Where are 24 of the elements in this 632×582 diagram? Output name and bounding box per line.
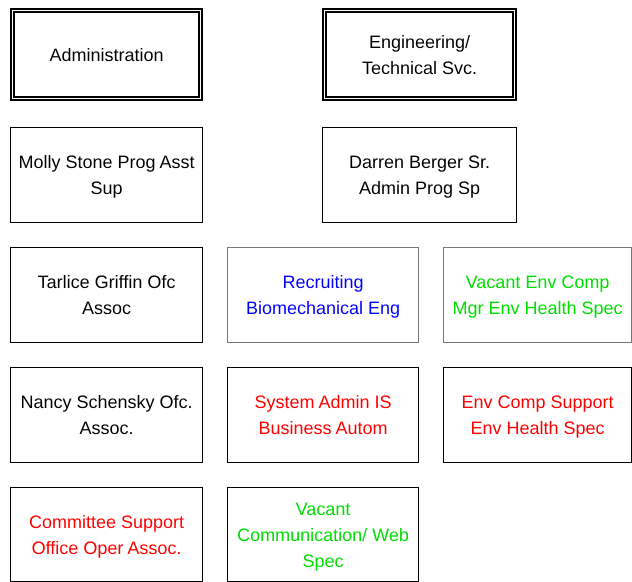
position-box — [227, 247, 419, 343]
position-box — [227, 367, 419, 463]
position-label: System Admin IS Business Autom — [253, 391, 393, 440]
position-label: Nancy Schensky Ofc. Assoc. — [19, 391, 194, 440]
position-box — [10, 247, 203, 343]
position-label: Vacant Env Comp Mgr Env Health Spec — [451, 271, 624, 320]
position-box — [10, 8, 203, 101]
position-label: Env Comp Support Env Health Spec — [460, 391, 615, 440]
position-label: Recruiting Biomechanical Eng — [244, 271, 402, 320]
position-box — [443, 367, 632, 463]
position-box — [10, 127, 203, 223]
position-label: Engineering/ Technical Svc. — [360, 30, 478, 80]
position-label: Darren Berger Sr. Admin Prog Sp — [348, 151, 492, 200]
position-label: Molly Stone Prog Asst Sup — [17, 151, 196, 200]
position-label: Committee Support Office Oper Assoc. — [28, 510, 186, 560]
position-box — [10, 367, 203, 463]
position-box — [443, 247, 632, 343]
position-box — [10, 487, 203, 582]
position-label: Tarlice Griffin Ofc Assoc — [36, 271, 176, 320]
position-label: Administration — [48, 44, 165, 66]
position-label: Vacant Communication/ Web Spec — [236, 498, 410, 573]
position-box — [322, 8, 517, 101]
position-box — [227, 487, 419, 582]
position-box — [322, 127, 517, 223]
